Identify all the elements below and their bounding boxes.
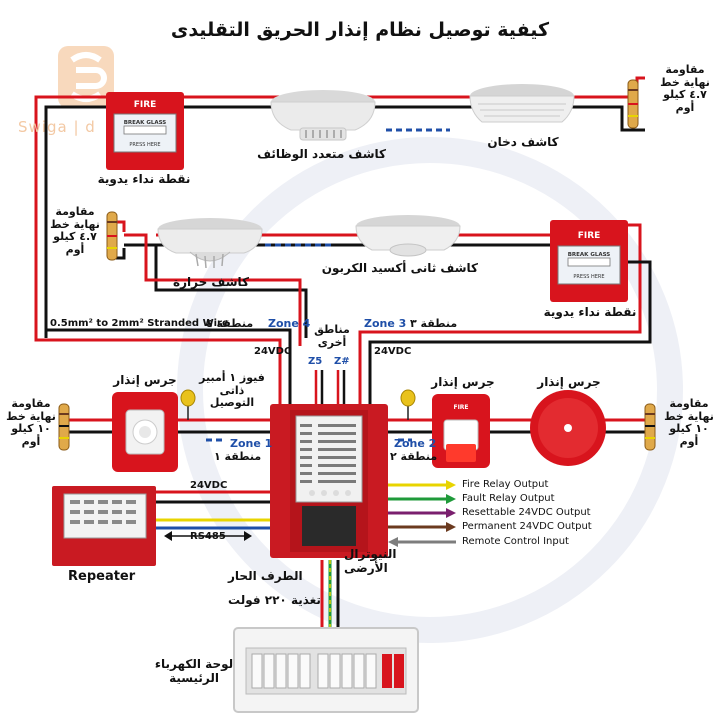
zone3-ar-label: منطقة ٣ (410, 317, 458, 330)
zone1-ar-label: منطقة ١ (214, 450, 262, 463)
v24-repeater-label: 24VDC (190, 480, 228, 491)
watermark-text: Swiga | d (18, 118, 96, 136)
manual-call-top-label: نقطة نداء يدوية (97, 172, 191, 186)
other-zone-wires (314, 370, 346, 410)
fire-alarm-control-panel (270, 404, 388, 558)
supply-label: تغذية ٢٢٠ فولت (228, 593, 321, 607)
multi-detector (270, 90, 376, 141)
output-resettable-24v: Resettable 24VDC Output (462, 507, 591, 518)
wire-spec-label: 0.5mm² to 2mm² Stranded Wire (50, 318, 229, 329)
repeater-panel (52, 486, 156, 566)
v24-right-label: 24VDC (374, 346, 412, 357)
multi-detector-label: كاشف متعدد الوظائف (257, 147, 386, 161)
manual-call-right-label: نقطة نداء يدوية (543, 305, 637, 319)
eol-resistor-low-left (58, 403, 70, 451)
v24-left-label: 24VDC (254, 346, 292, 357)
zone2-en-label: Zone 2 (394, 437, 437, 450)
power-wires (320, 560, 340, 640)
main-distribution-board (233, 627, 419, 713)
page-title: كيفية توصيل نظام إنذار الحريق التقليدى (170, 19, 550, 41)
zone3-en-label: Zone 3 (364, 317, 407, 330)
fire-text-sounder: FIRE (453, 404, 468, 411)
output-permanent-24v: Permanent 24VDC Output (462, 521, 592, 532)
heat-detector-label: كاشف حرارة (173, 275, 249, 289)
fire-text: FIRE (134, 100, 157, 110)
zone1-en-label: Zone 1 (230, 437, 273, 450)
output-lines (386, 480, 456, 547)
strobe-sounder-left (112, 392, 178, 472)
output-fault-relay: Fault Relay Output (462, 493, 555, 504)
bell-mid-label: جرس إنذار (431, 375, 495, 389)
break-glass-text-right: BREAK GLASS (568, 252, 611, 258)
heat-detector (157, 218, 263, 269)
zone4-ar-label: منطقة ٤ (206, 317, 254, 330)
dashed-continuation (206, 128, 450, 442)
alarm-bell-right (530, 390, 606, 466)
eol-resistor-low-right (644, 403, 656, 451)
eol-resistor-mid-left (106, 211, 118, 261)
input-remote-control: Remote Control Input (462, 536, 569, 547)
z5-label: Z5 (308, 356, 323, 367)
repeater-label: Repeater (68, 569, 136, 584)
neutral-label: النيوترال (344, 547, 397, 561)
watermark-logo (58, 46, 114, 108)
output-fire-relay: Fire Relay Output (462, 479, 549, 490)
bell-left-label: جرس إنذار (113, 373, 177, 387)
co2-detector (355, 215, 461, 257)
break-glass-text: BREAK GLASS (124, 120, 167, 126)
co2-detector-label: كاشف ثانى أكسيد الكربون (321, 261, 478, 275)
live-label: الطرف الحار (228, 569, 303, 583)
strobe-sounder-mid: FIRE (432, 394, 490, 468)
earth-label: الأرضى (344, 561, 388, 575)
press-here-text: PRESS HERE (129, 142, 160, 148)
smoke-detector (469, 84, 575, 123)
fuse-right (400, 389, 416, 420)
zone4-en-label: Zone 4 (268, 317, 311, 330)
repeater-wires (156, 490, 282, 541)
zn-label: Z# (334, 356, 350, 367)
smoke-detector-label: كاشف دخان (487, 135, 559, 149)
fuse-left (180, 389, 196, 420)
rs485-label: RS485 (190, 531, 226, 542)
manual-call-point-top: FIRE BREAK GLASS PRESS HERE (106, 92, 184, 170)
press-here-text-right: PRESS HERE (573, 274, 604, 280)
eol-resistor-top-right (627, 79, 639, 129)
manual-call-point-right: FIRE BREAK GLASS PRESS HERE (550, 220, 628, 302)
zone2-ar-label: منطقة ٢ (390, 450, 438, 463)
bell-right-label: جرس إنذار (537, 375, 601, 389)
fire-text-right: FIRE (578, 231, 601, 241)
